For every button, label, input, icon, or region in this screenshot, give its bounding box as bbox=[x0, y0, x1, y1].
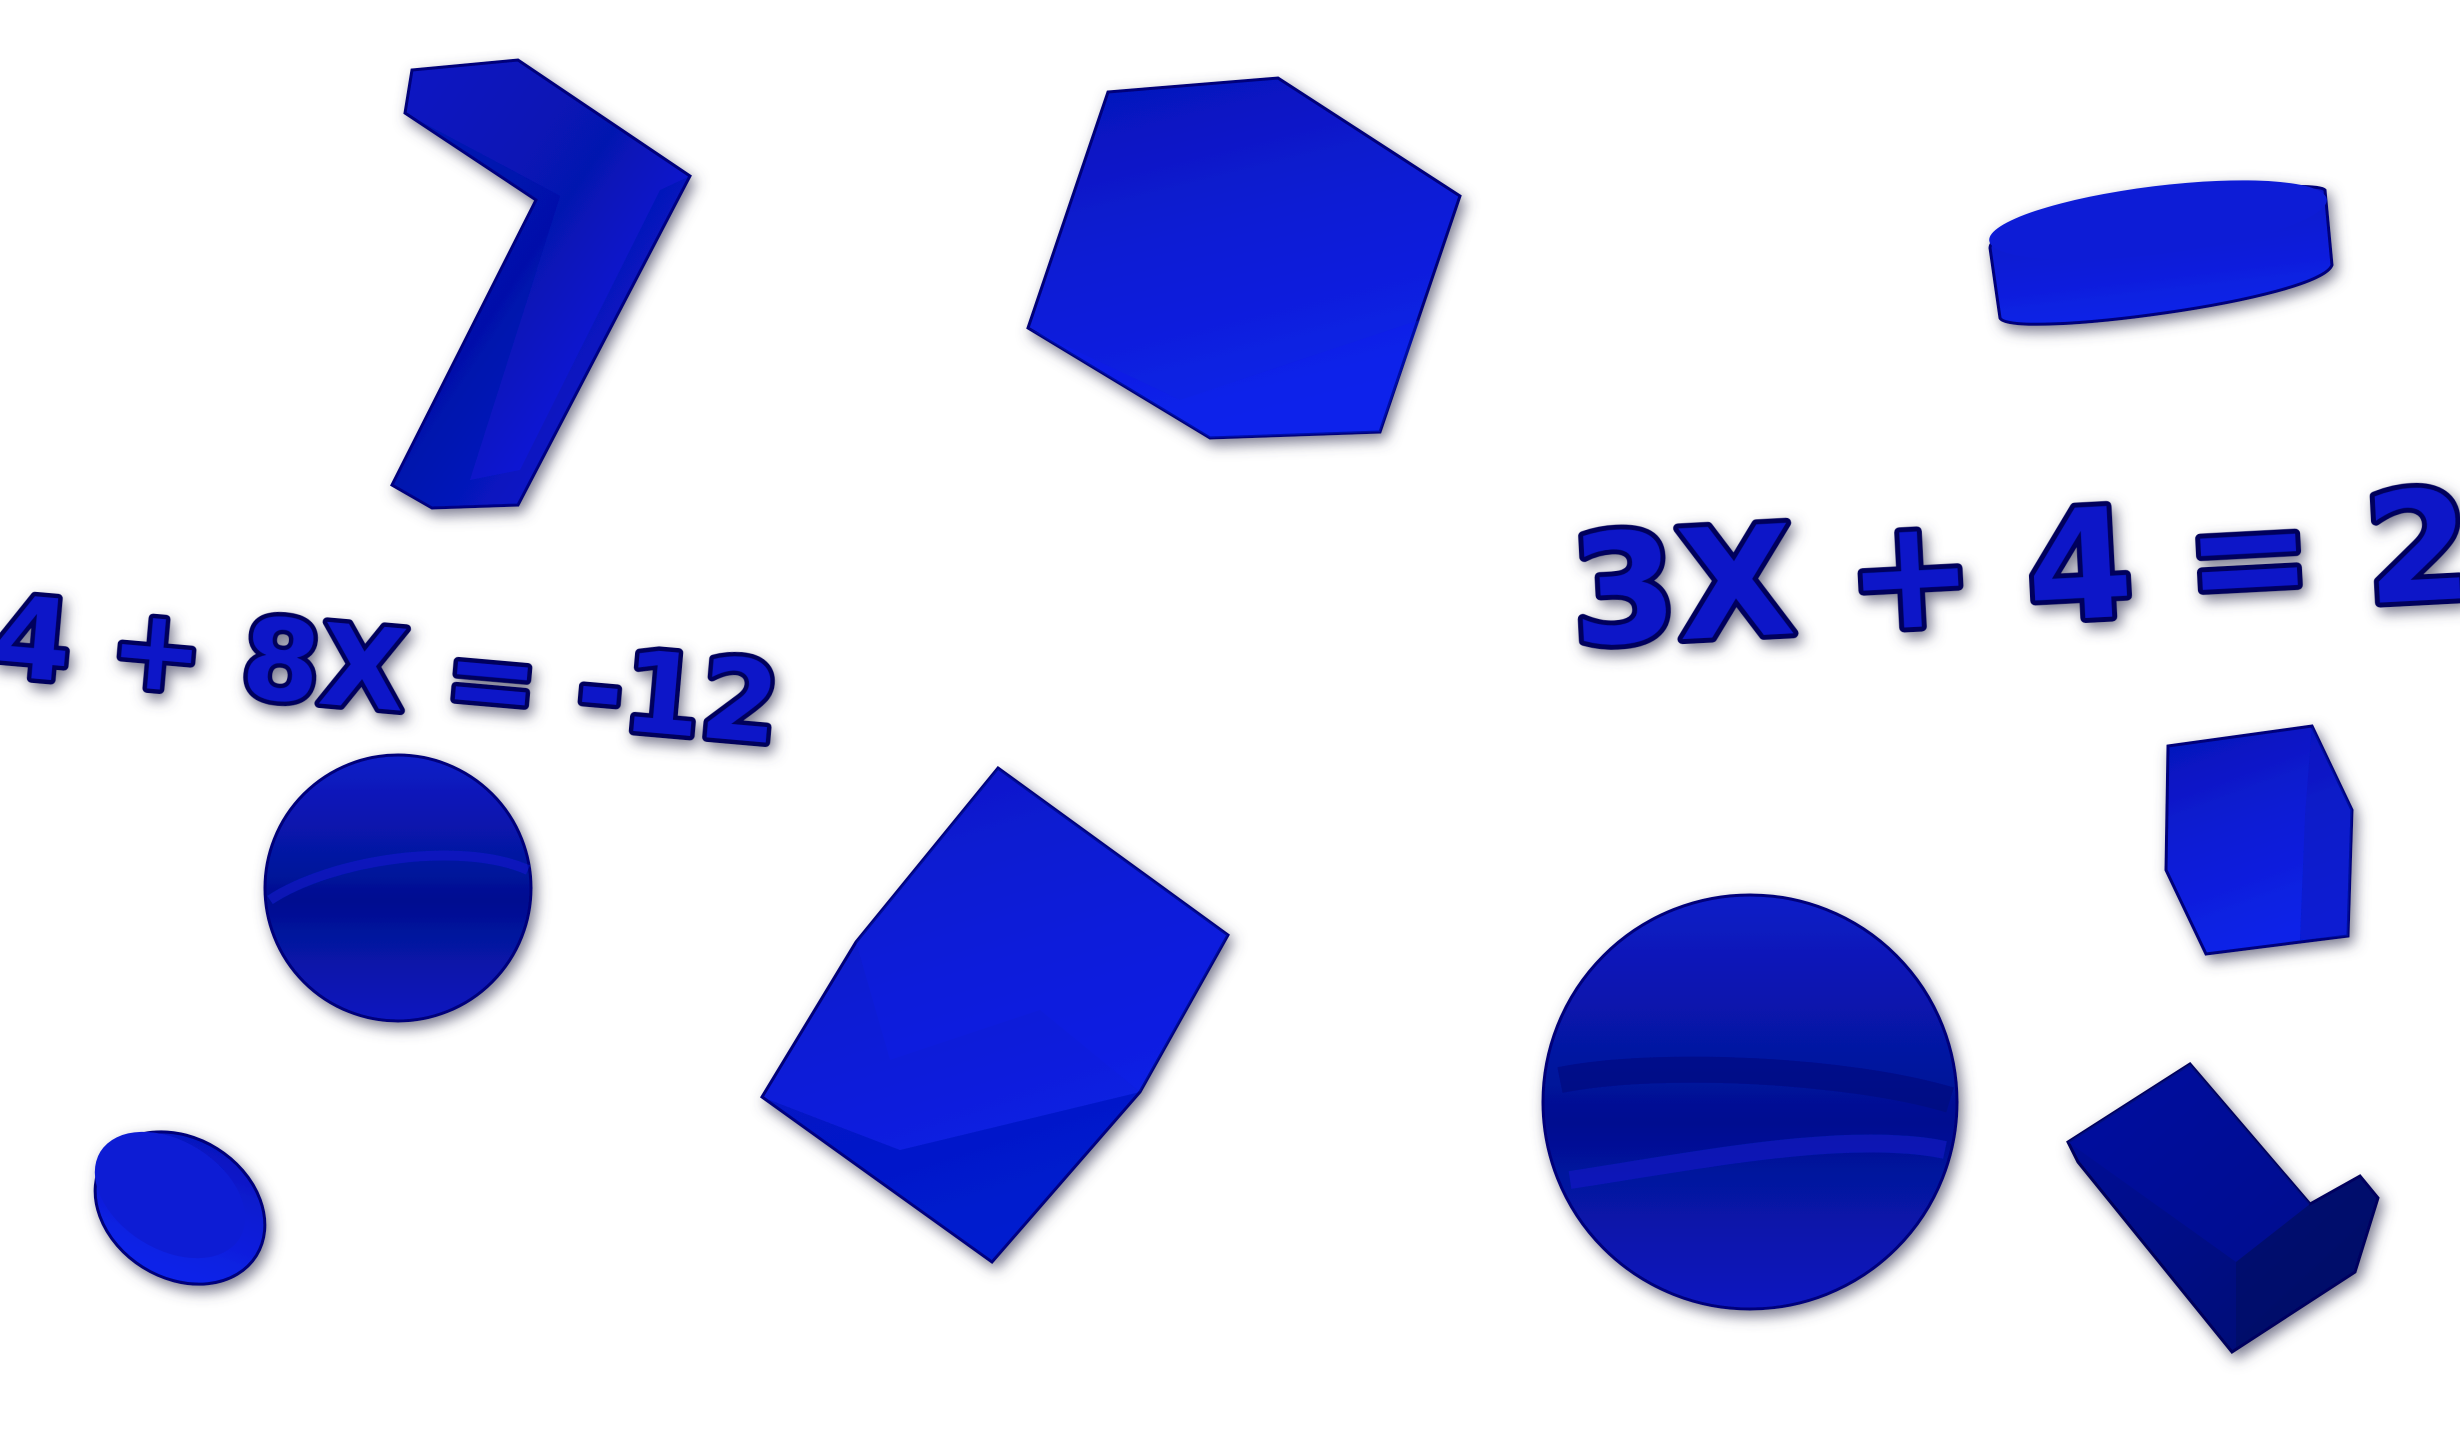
ellipse-small-shape bbox=[93, 1130, 267, 1286]
l-block-shape bbox=[2066, 1062, 2380, 1354]
equation-left: 4 + 8X = -12 bbox=[0, 572, 784, 770]
circle-small-shape bbox=[263, 753, 533, 1023]
cube-shape bbox=[759, 765, 1230, 1265]
equation-right: 3X + 4 = 28 bbox=[1567, 451, 2460, 680]
hexagon-shape bbox=[1026, 76, 1462, 440]
hex-prism-shape bbox=[2164, 724, 2354, 956]
disc-shape bbox=[1988, 180, 2334, 326]
chevron-shape bbox=[390, 58, 692, 510]
circle-large-shape bbox=[1541, 893, 1959, 1311]
